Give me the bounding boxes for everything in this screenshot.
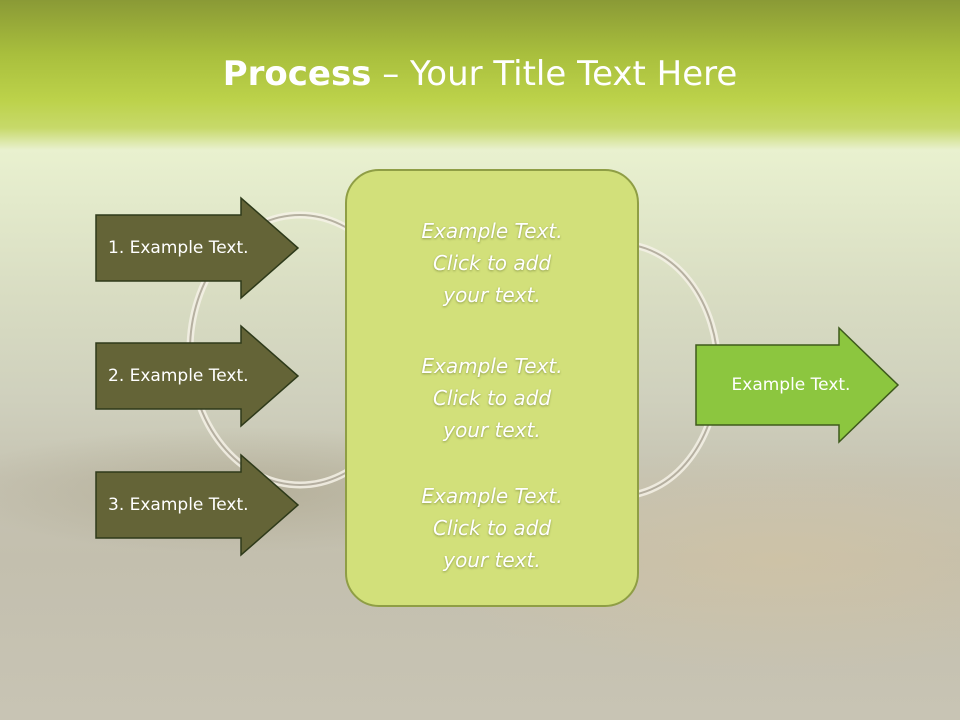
text-line: your text. [443, 418, 541, 442]
step-arrow-1[interactable]: 1. Example Text. [95, 196, 300, 300]
text-line: Example Text. [421, 219, 563, 243]
text-line: Example Text. [421, 354, 563, 378]
text-line: Example Text. [421, 484, 563, 508]
step-arrow-2[interactable]: 2. Example Text. [95, 324, 300, 428]
center-text-box[interactable]: Example Text. Click to add your text. Ex… [345, 169, 639, 607]
center-text-block-3: Example Text. Click to add your text. [347, 480, 637, 576]
arrow-right-icon [95, 196, 300, 300]
title-bold: Process [222, 54, 372, 94]
slide-title: Process – Your Title Text Here [0, 52, 960, 96]
step-arrow-3[interactable]: 3. Example Text. [95, 453, 300, 557]
title-rest: – Your Title Text Here [371, 54, 738, 94]
center-text-block-2: Example Text. Click to add your text. [347, 350, 637, 446]
text-line: your text. [443, 548, 541, 572]
text-line: your text. [443, 283, 541, 307]
text-line: Click to add [432, 251, 552, 275]
arrow-right-icon [95, 453, 300, 557]
result-arrow[interactable]: Example Text. [695, 326, 900, 444]
arrow-right-icon [95, 324, 300, 428]
step-arrow-label: 2. Example Text. [108, 366, 249, 386]
text-line: Click to add [432, 386, 552, 410]
text-line: Click to add [432, 516, 552, 540]
step-arrow-label: 1. Example Text. [108, 238, 249, 258]
arrow-right-icon [695, 326, 900, 444]
result-arrow-label: Example Text. [731, 375, 851, 395]
center-text-block-1: Example Text. Click to add your text. [347, 215, 637, 311]
step-arrow-label: 3. Example Text. [108, 495, 249, 515]
